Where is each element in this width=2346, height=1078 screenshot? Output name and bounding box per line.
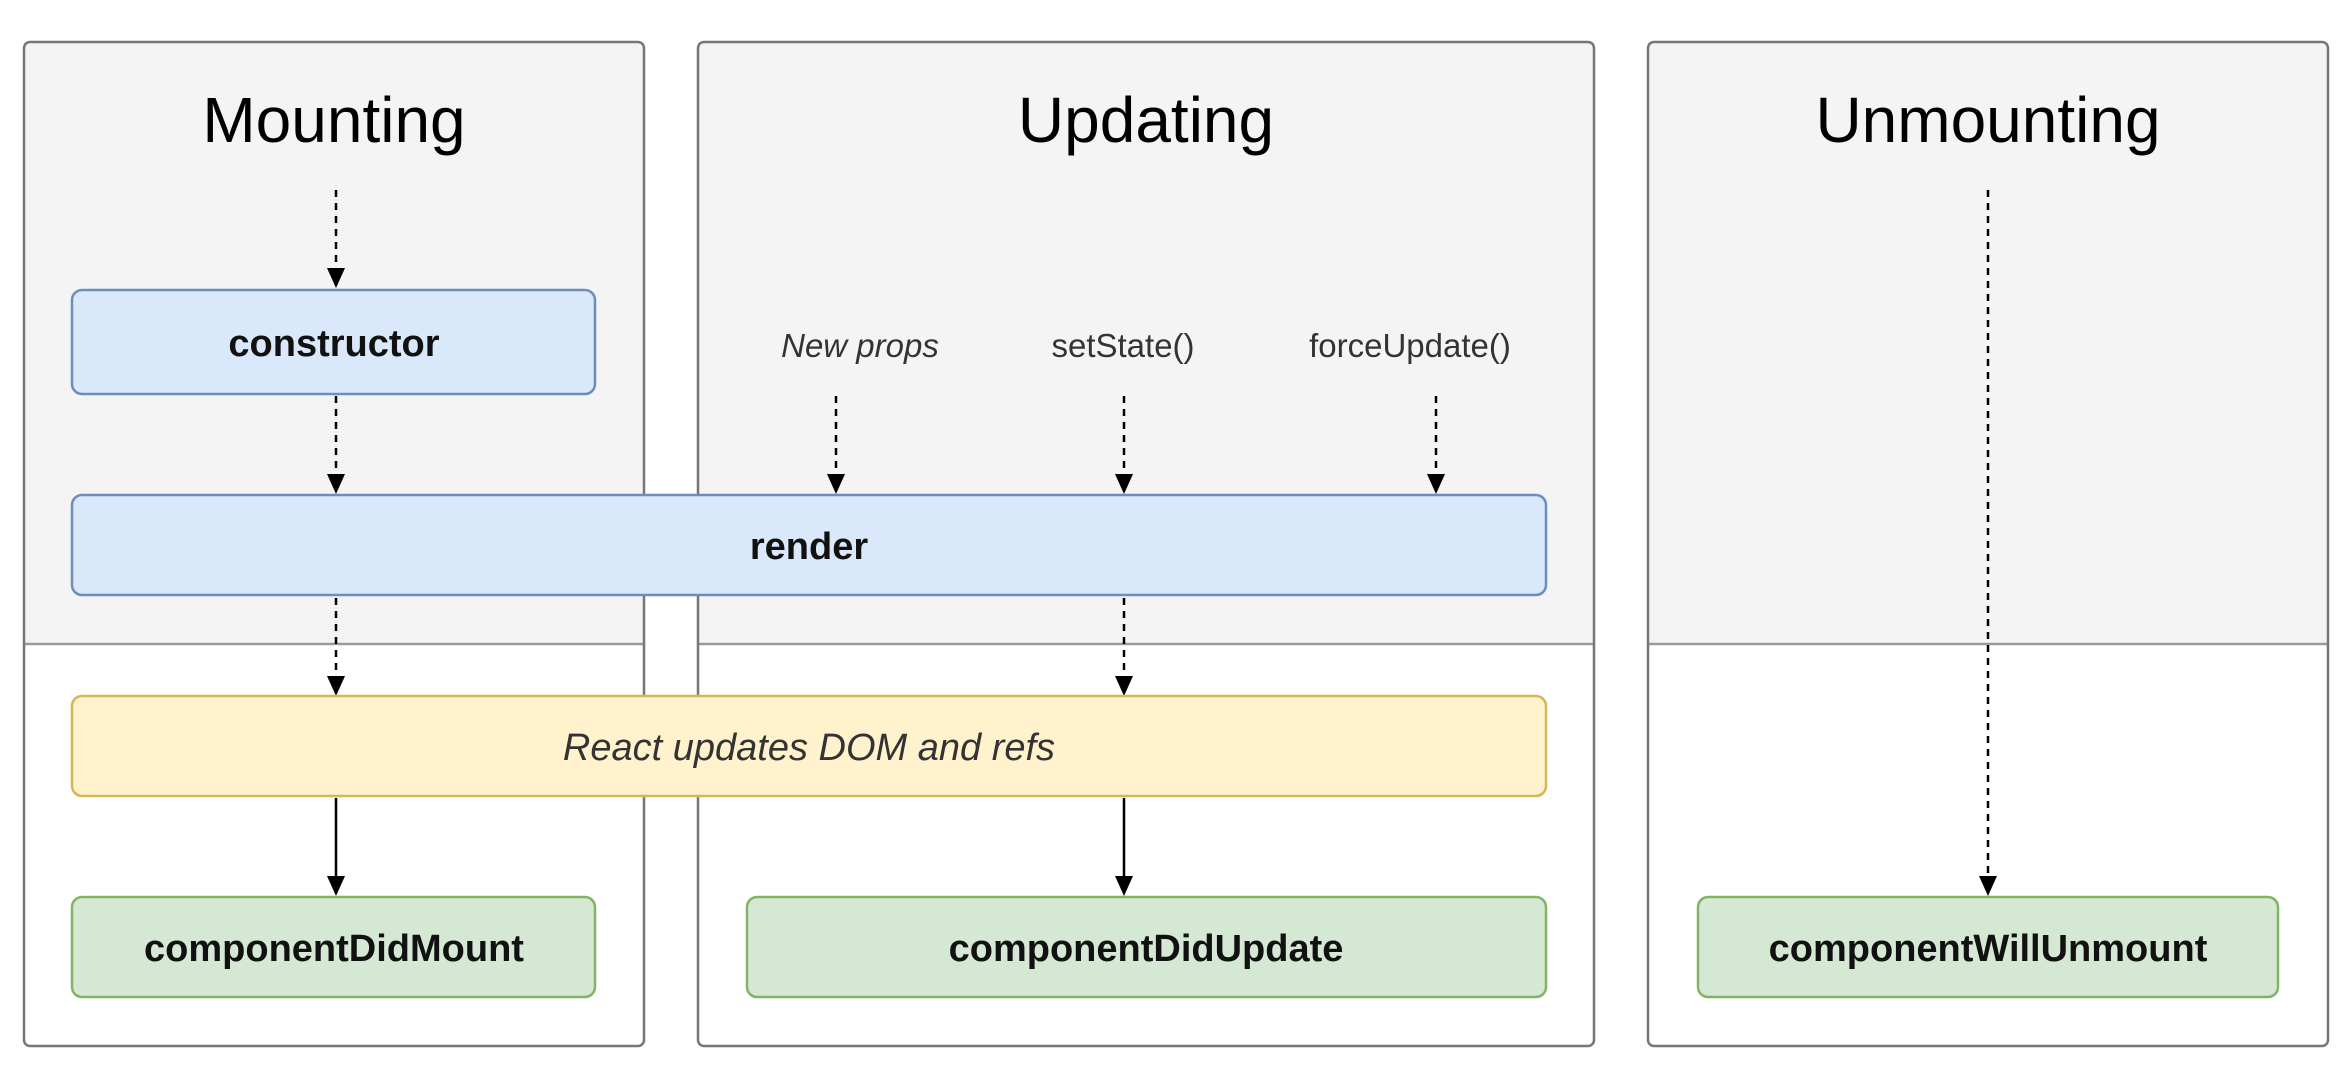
trigger-force-update: forceUpdate()	[1309, 327, 1511, 364]
dom-update-label: React updates DOM and refs	[563, 727, 1055, 769]
render-box: render	[70, 493, 1548, 597]
arrowhead-did-update	[1115, 876, 1133, 896]
arrowhead-constructor	[327, 268, 345, 288]
will-unmount-label: componentWillUnmount	[1769, 928, 2208, 970]
arrowhead-render-mount	[327, 474, 345, 494]
did-mount-label: componentDidMount	[144, 928, 524, 970]
unmounting-panel-border	[1646, 40, 2330, 1048]
constructor-label: constructor	[228, 323, 439, 365]
did-mount-box: componentDidMount	[70, 895, 597, 999]
trigger-set-state: setState()	[1051, 327, 1194, 364]
arrowhead-did-mount	[327, 876, 345, 896]
arrowhead-set-state	[1115, 474, 1133, 494]
arrows	[334, 190, 1990, 880]
arrowhead-dom-update	[1115, 676, 1133, 696]
will-unmount-box: componentWillUnmount	[1696, 895, 2280, 999]
trigger-new-props: New props	[781, 327, 939, 364]
arrowhead-dom-mount	[327, 676, 345, 696]
did-update-box: componentDidUpdate	[745, 895, 1548, 999]
arrowhead-will-unmount	[1979, 876, 1997, 896]
arrowhead-new-props	[827, 474, 845, 494]
constructor-box: constructor	[70, 288, 597, 396]
did-update-label: componentDidUpdate	[949, 928, 1344, 970]
mounting-title: Mounting	[202, 84, 465, 156]
dom-update-box: React updates DOM and refs	[70, 694, 1548, 798]
arrowhead-force-update	[1427, 474, 1445, 494]
updating-title: Updating	[1018, 84, 1274, 156]
unmounting-title: Unmounting	[1815, 84, 2160, 156]
arrowheads	[327, 268, 1997, 896]
render-label: render	[750, 526, 868, 568]
